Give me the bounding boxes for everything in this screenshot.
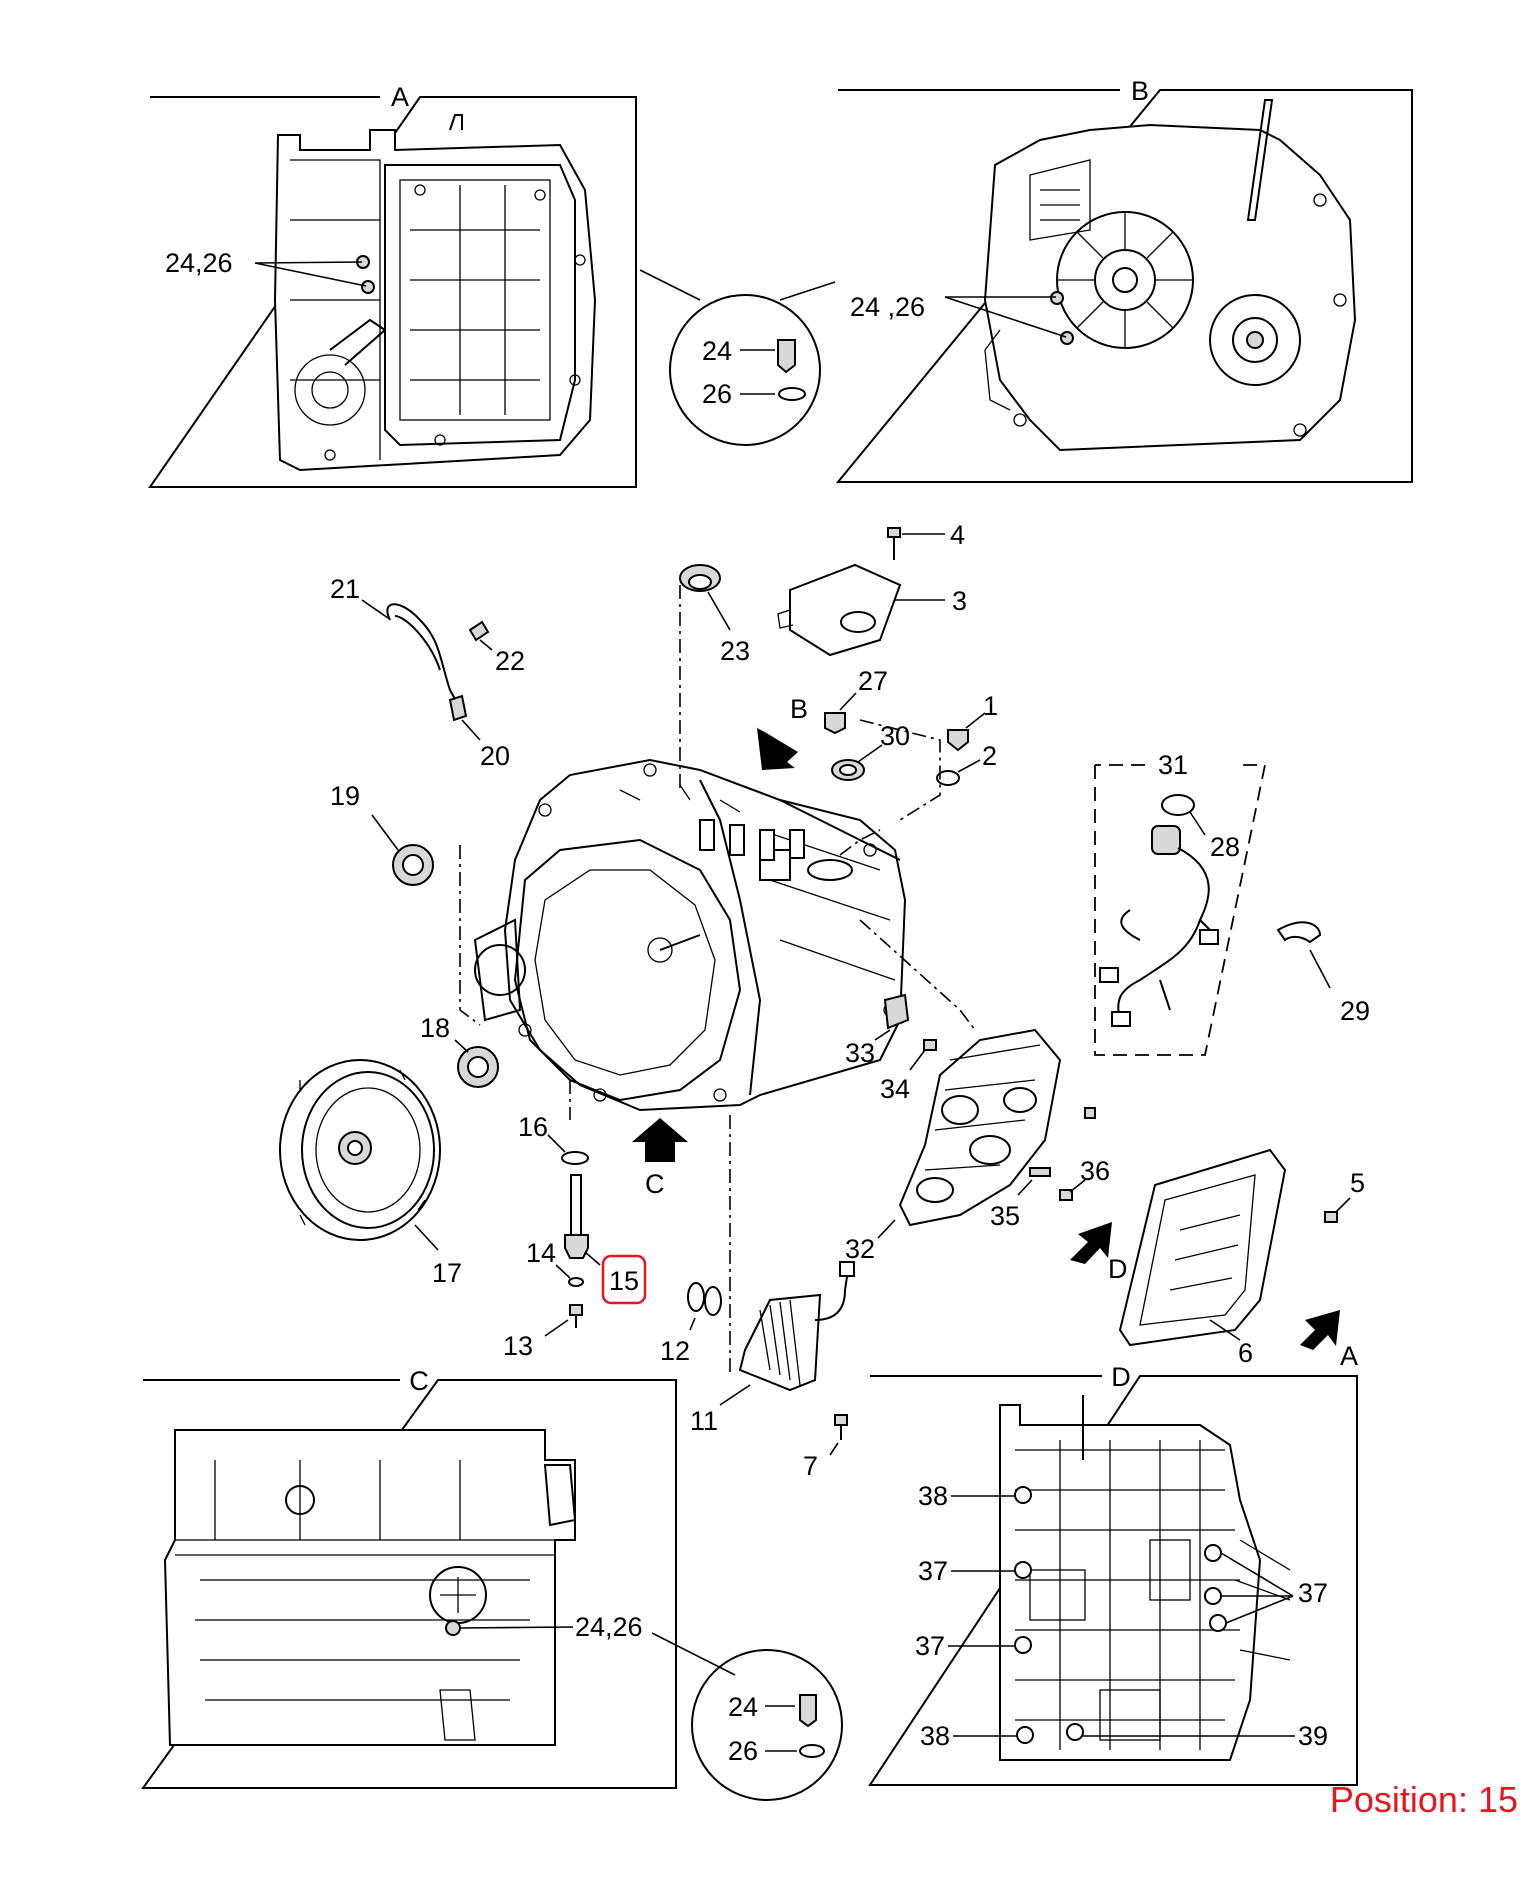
- bubble-ab-part-26: 26: [702, 379, 732, 409]
- part-36-bolt: 36: [1059, 1107, 1110, 1201]
- panel-b-housing-drawing: [983, 99, 1357, 452]
- position-caption: Position: 15: [1330, 1779, 1518, 1820]
- label-12: 12: [660, 1336, 690, 1366]
- part-12-orings: 12: [660, 1282, 722, 1366]
- panel-d-label-39: 39: [1298, 1721, 1328, 1751]
- part-35-bolt: 35: [990, 1167, 1051, 1231]
- label-4: 4: [950, 520, 965, 550]
- part-34-bolt: 34: [880, 1039, 937, 1104]
- panel-c-title: C: [409, 1366, 429, 1396]
- view-arrow-a-label: A: [1340, 1341, 1358, 1371]
- part-7-bolt: 7: [803, 1414, 848, 1481]
- part-11-oil-cooler: 11: [690, 1261, 855, 1436]
- label-13: 13: [503, 1331, 533, 1361]
- bubble-c-part-24: 24: [728, 1692, 758, 1722]
- label-7: 7: [803, 1451, 818, 1481]
- view-arrow-b: B: [748, 694, 808, 770]
- bubble-c-part-26: 26: [728, 1736, 758, 1766]
- label-14: 14: [526, 1238, 556, 1268]
- panel-a-housing-drawing: [273, 114, 597, 472]
- part-27-plug: 27: [824, 666, 888, 735]
- group-31-wiring-harness: 31 28 29: [1094, 750, 1370, 1056]
- part-6-oil-pan: 6: [1118, 1148, 1287, 1368]
- part-3-control-module: 3: [777, 563, 967, 657]
- label-23: 23: [720, 636, 750, 666]
- part-18-seal: 18: [420, 1013, 499, 1088]
- panel-d-label-38-top: 38: [918, 1481, 948, 1511]
- label-27: 27: [858, 666, 888, 696]
- part-21-hose: 21 22 20: [330, 574, 525, 771]
- label-31: 31: [1158, 750, 1188, 780]
- view-arrow-d-label: D: [1108, 1254, 1128, 1284]
- label-29: 29: [1340, 996, 1370, 1026]
- label-22: 22: [495, 646, 525, 676]
- highlight-15: 15: [601, 1254, 647, 1305]
- transaxle-housing: [473, 758, 907, 1112]
- label-34: 34: [880, 1074, 910, 1104]
- view-arrow-c-label: C: [645, 1169, 665, 1199]
- panel-a: A 24,26: [148, 82, 637, 488]
- part-23-seal: 23: [679, 564, 750, 666]
- panel-d-valve-body-drawing: [999, 1395, 1291, 1761]
- label-33: 33: [845, 1038, 875, 1068]
- part-14-washer: 14: [526, 1238, 584, 1287]
- part-13-bolt: 13: [503, 1304, 583, 1361]
- label-20: 20: [480, 741, 510, 771]
- view-arrow-b-label: B: [790, 694, 808, 724]
- part-33-bracket: 33: [845, 993, 910, 1068]
- panel-c-callout-label: 24,26: [575, 1612, 643, 1642]
- label-28: 28: [1210, 832, 1240, 862]
- panel-d-label-37-right: 37: [1298, 1578, 1328, 1608]
- label-6: 6: [1238, 1338, 1253, 1368]
- panel-d-title: D: [1111, 1362, 1131, 1392]
- part-19-seal: 19: [330, 781, 434, 886]
- panel-b: B 24 ,26: [835, 76, 1413, 483]
- part-32-valve-body: 32: [845, 1028, 1062, 1264]
- view-arrow-c: C: [632, 1118, 688, 1199]
- label-16: 16: [518, 1112, 548, 1142]
- view-arrow-a: A: [1300, 1310, 1358, 1371]
- panel-a-title: A: [391, 82, 409, 112]
- panel-c: C 24,26: [141, 1366, 677, 1789]
- panel-d: D 38 37 37 38 37 39: [868, 1362, 1358, 1786]
- part-16-oring: 16: [518, 1112, 589, 1165]
- label-18: 18: [420, 1013, 450, 1043]
- label-5: 5: [1350, 1168, 1365, 1198]
- panel-b-title: B: [1131, 76, 1149, 106]
- label-30: 30: [880, 721, 910, 751]
- label-17: 17: [432, 1258, 462, 1288]
- panel-c-housing-drawing: [163, 1429, 577, 1746]
- part-5-bolt: 5: [1324, 1168, 1365, 1223]
- part-30-seal: 30: [831, 721, 910, 781]
- detail-bubble-c: 24 26: [651, 1632, 843, 1801]
- panel-b-callout-label: 24 ,26: [850, 292, 925, 322]
- panel-d-label-37-b: 37: [915, 1631, 945, 1661]
- detail-bubble-ab: 24 26: [639, 269, 836, 446]
- label-32: 32: [845, 1234, 875, 1264]
- label-1: 1: [983, 691, 998, 721]
- part-4-bolt: 4: [887, 520, 965, 560]
- panel-d-label-38-bottom: 38: [920, 1721, 950, 1751]
- part-15-filler-tube: [564, 1174, 601, 1266]
- label-11: 11: [690, 1406, 718, 1436]
- part-2-washer: 2: [936, 741, 997, 786]
- part-17-torque-converter: 17: [279, 1059, 462, 1288]
- label-19: 19: [330, 781, 360, 811]
- label-35: 35: [990, 1201, 1020, 1231]
- label-2: 2: [982, 741, 997, 771]
- label-21: 21: [330, 574, 360, 604]
- bubble-ab-part-24: 24: [702, 336, 732, 366]
- label-15: 15: [609, 1266, 639, 1296]
- panel-a-callout-label: 24,26: [165, 248, 233, 278]
- panel-d-label-37-a: 37: [918, 1556, 948, 1586]
- label-3: 3: [952, 586, 967, 616]
- part-1-plug: 1: [947, 691, 998, 752]
- label-36: 36: [1080, 1156, 1110, 1186]
- view-arrow-d: D: [1070, 1222, 1128, 1284]
